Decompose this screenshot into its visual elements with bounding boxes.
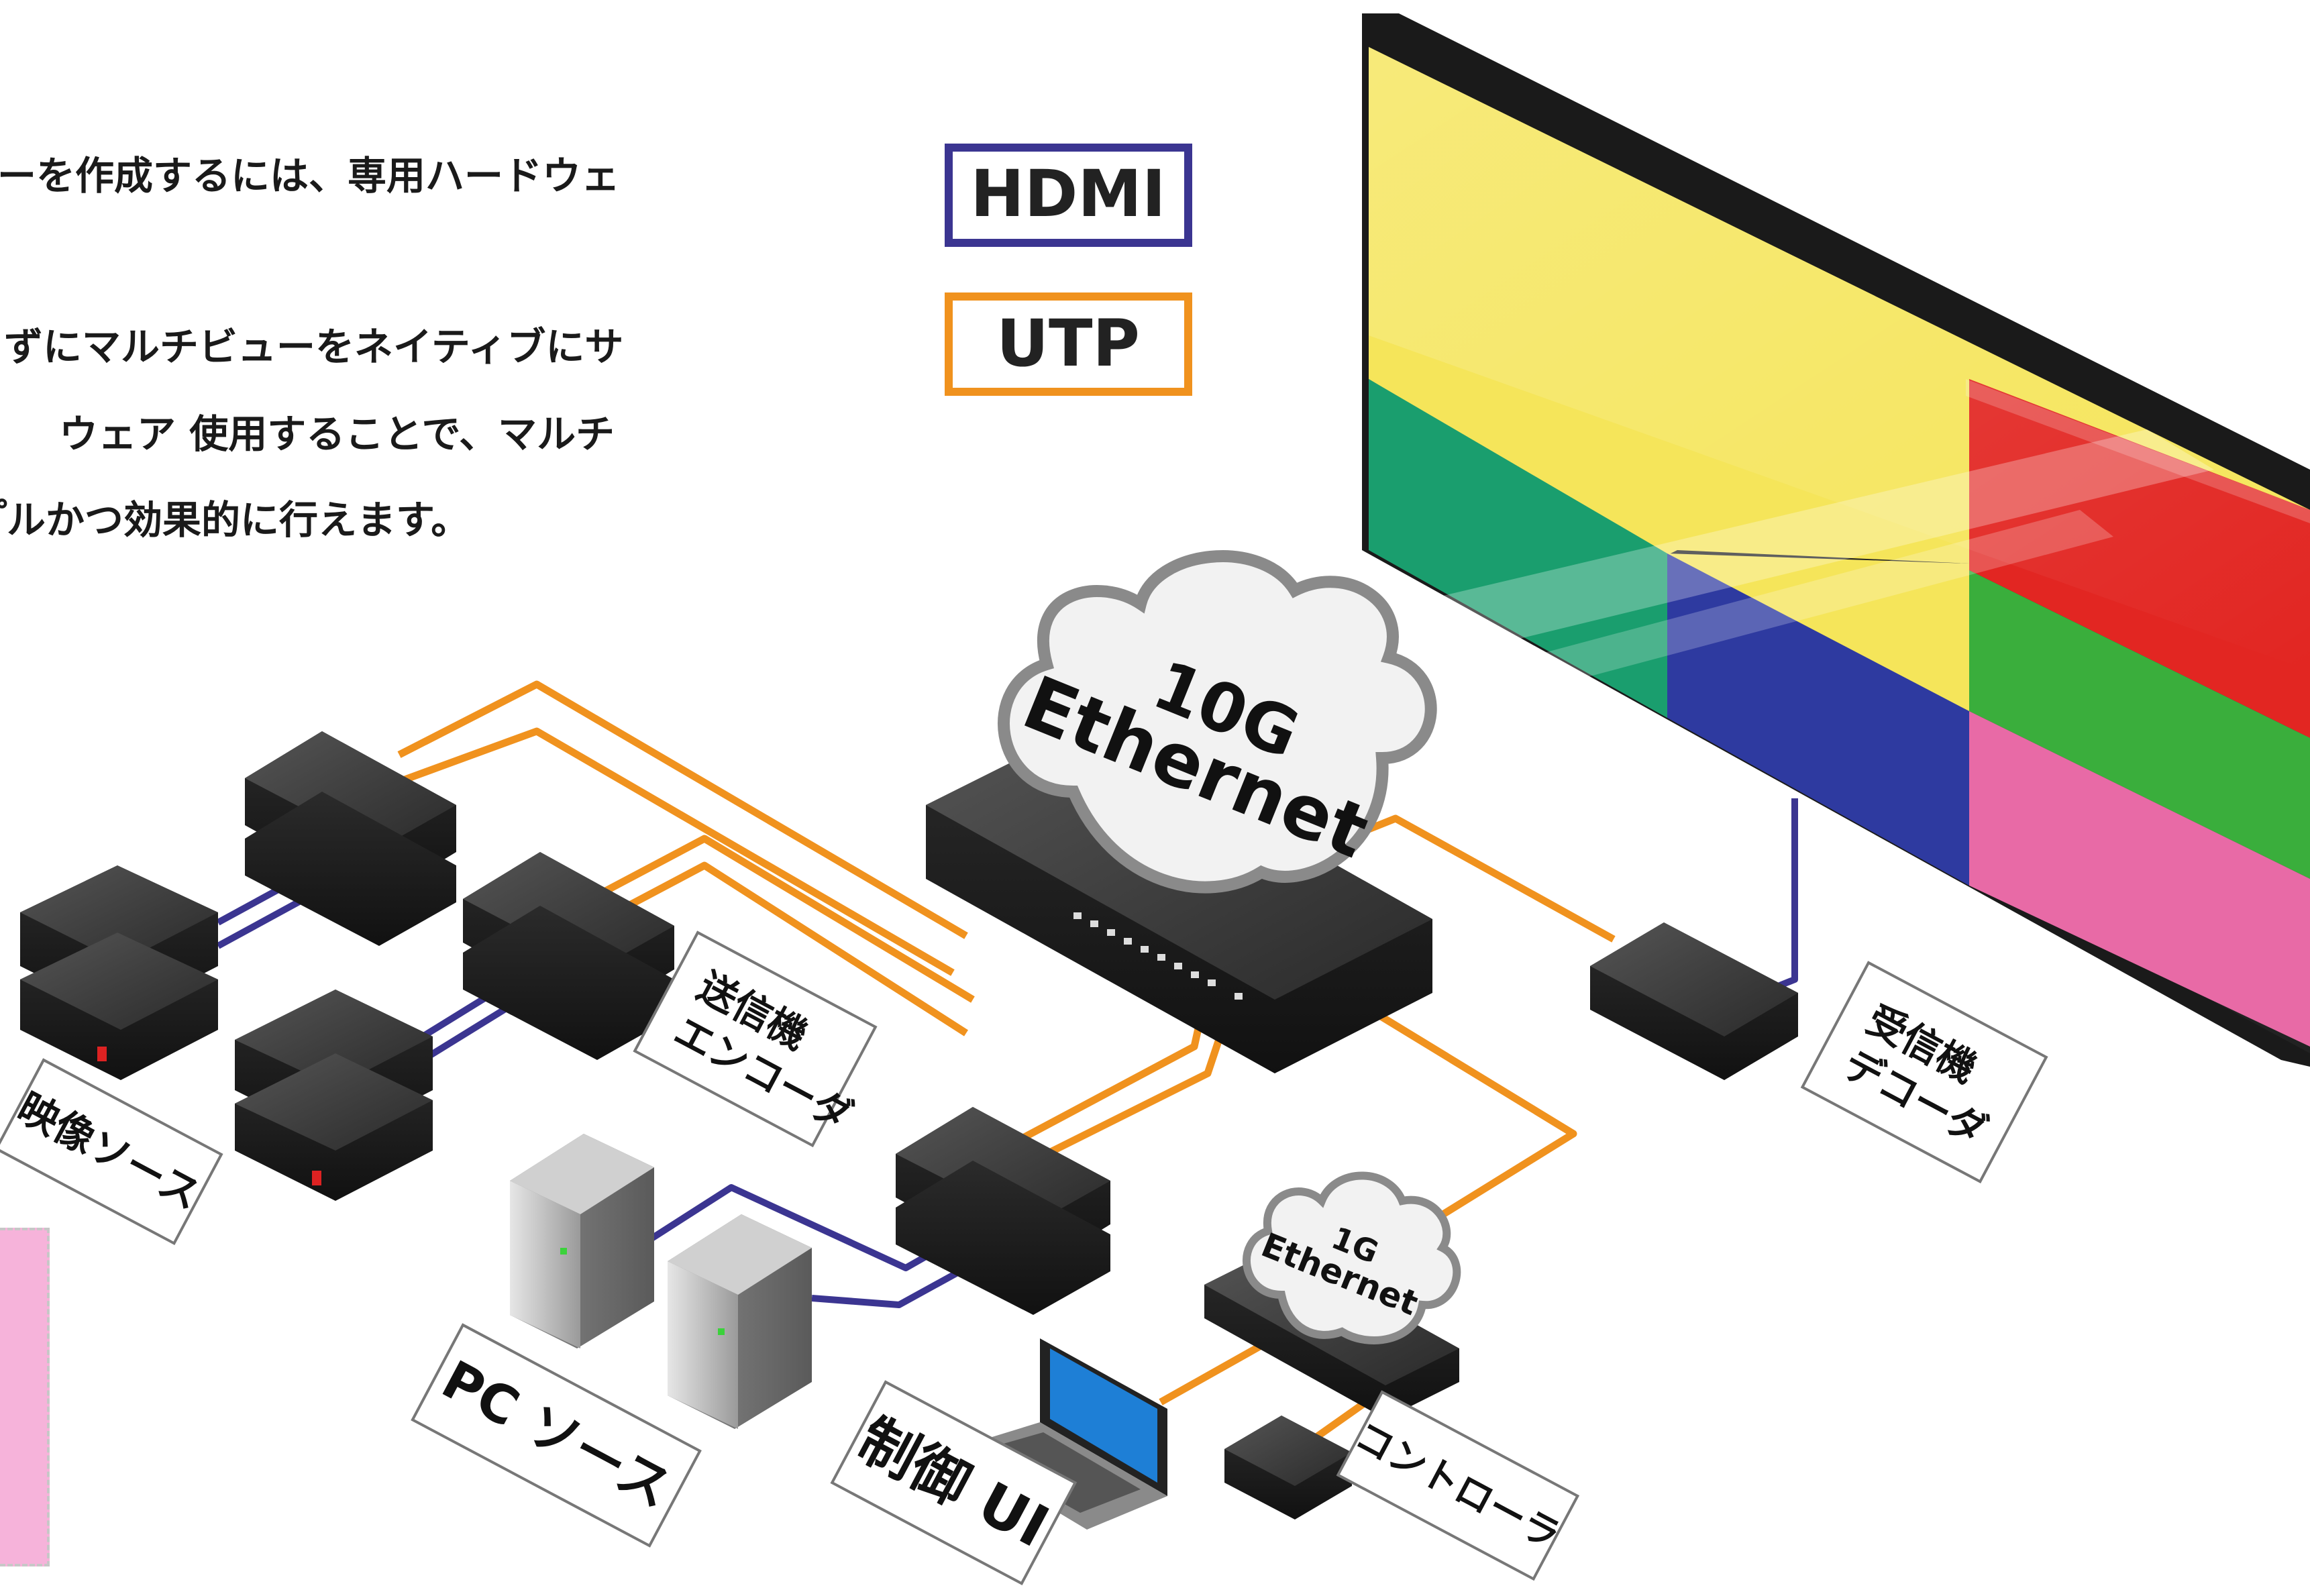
legend-hdmi-label: HDMI bbox=[970, 156, 1165, 231]
legend: HDMI UTP bbox=[945, 144, 1192, 396]
wall-panel-blue bbox=[1667, 553, 1969, 886]
pc-tower-2 bbox=[668, 1214, 812, 1429]
encoder-1 bbox=[245, 731, 456, 946]
encoder-3 bbox=[896, 1107, 1110, 1315]
video-wall bbox=[1362, 13, 2310, 1067]
pc-tower-1 bbox=[510, 1134, 654, 1348]
intro-text: ーを作成するには、専用ハードウェ ずにマルチビューをネイティブにサ ウェア 使用… bbox=[0, 0, 805, 570]
decoder-device bbox=[1590, 922, 1798, 1080]
legend-utp-label: UTP bbox=[996, 306, 1140, 381]
pc-source-devices bbox=[510, 1134, 812, 1429]
video-source-1-bottom bbox=[20, 933, 218, 1080]
intro-line-3: ウェア 使用することで、マルチ bbox=[59, 411, 615, 457]
wall-panel-pink bbox=[1969, 711, 2310, 1047]
encoder-2 bbox=[463, 852, 674, 1060]
label-control-ui: 制御 UI bbox=[830, 1380, 1078, 1586]
intro-line-1: ーを作成するには、専用ハードウェ bbox=[0, 153, 621, 199]
wall-panel-green-right bbox=[1969, 570, 2310, 879]
video-source-devices bbox=[20, 865, 433, 1201]
intro-line-4: ゚ルかつ効果的に行えます。 bbox=[7, 497, 470, 543]
legend-utp-box bbox=[945, 292, 1192, 396]
video-source-2-bottom bbox=[235, 1053, 433, 1201]
label-pc-source: PC ソース bbox=[411, 1323, 702, 1548]
intro-line-2: ずにマルチビューをネイティブにサ bbox=[4, 324, 624, 370]
label-decoder: 受信機 デコーダ bbox=[1800, 961, 2048, 1183]
pink-callout-box bbox=[0, 1228, 50, 1566]
label-controller: コントローラ bbox=[1336, 1390, 1580, 1581]
controller-device bbox=[1224, 1416, 1352, 1520]
encoder-devices bbox=[245, 731, 1110, 1315]
label-video-source: 映像ソース bbox=[0, 1058, 223, 1245]
wall-panel-green-left bbox=[1369, 379, 1667, 718]
legend-hdmi-box bbox=[945, 144, 1192, 247]
label-encoder: 送信機 エンコーダ bbox=[633, 930, 878, 1148]
cloud-1g: 1G Ethernet bbox=[1243, 1171, 1461, 1344]
